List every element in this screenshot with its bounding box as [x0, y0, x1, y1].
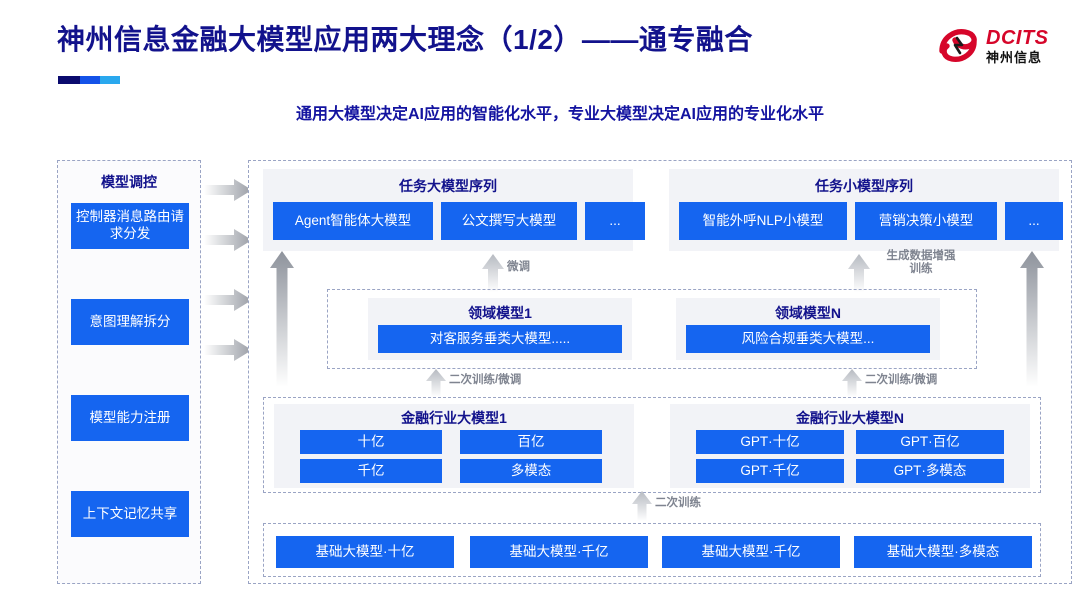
domain-model-1-title: 领域模型1 — [468, 305, 532, 321]
task-large-model-title: 任务大模型序列 — [399, 178, 497, 194]
flow-label-retrain-base: 二次训练 — [655, 497, 701, 509]
control-panel-title: 模型调控 — [101, 174, 157, 190]
control-item-registry[interactable]: 模型能力注册 — [71, 395, 189, 441]
task-box-more-small[interactable]: ... — [1005, 202, 1063, 240]
flow-label-retrain-right: 二次训练/微调 — [865, 374, 938, 386]
domain-model-n-title: 领域模型N — [774, 305, 842, 321]
logo-text-en: DCITS — [986, 27, 1049, 49]
logo-text-cn: 神州信息 — [986, 50, 1043, 65]
domain-model-n-box[interactable]: 风险合规垂类大模型... — [686, 325, 930, 353]
flow-arrow-up-tall-right — [1019, 251, 1045, 392]
page-title: 神州信息金融大模型应用两大理念（1/2）——通专融合 — [57, 24, 753, 55]
industry-n-box-gpt-100y[interactable]: GPT·百亿 — [856, 430, 1004, 454]
industry-1-box-100y[interactable]: 百亿 — [460, 430, 602, 454]
flow-label-data-aug: 生成数据增强 训练 — [886, 250, 956, 276]
industry-model-1-card: 金融行业大模型1 十亿 百亿 千亿 多模态 — [274, 404, 634, 488]
domain-model-1-card: 领域模型1 对客服务垂类大模型..... — [368, 298, 632, 360]
task-box-more-large[interactable]: ... — [585, 202, 645, 240]
flow-arrow-up-retrain-base — [631, 491, 653, 526]
industry-n-box-gpt-multimodal[interactable]: GPT·多模态 — [856, 459, 1004, 483]
base-box-1000y-a[interactable]: 基础大模型·千亿 — [470, 536, 648, 568]
flow-arrow-up-finetune — [481, 254, 505, 297]
industry-model-n-title: 金融行业大模型N — [795, 410, 905, 426]
domain-model-1-box[interactable]: 对客服务垂类大模型..... — [378, 325, 622, 353]
industry-n-box-gpt-10y[interactable]: GPT·十亿 — [696, 430, 844, 454]
control-item-router[interactable]: 控制器消息路由请求分发 — [71, 203, 189, 249]
industry-1-box-10y[interactable]: 十亿 — [300, 430, 442, 454]
task-box-agent[interactable]: Agent智能体大模型 — [273, 202, 433, 240]
control-item-context[interactable]: 上下文记忆共享 — [71, 491, 189, 537]
base-box-10y[interactable]: 基础大模型·十亿 — [276, 536, 454, 568]
base-model-group: 基础大模型·十亿 基础大模型·千亿 基础大模型·千亿 基础大模型·多模态 — [263, 523, 1041, 577]
industry-1-box-multimodal[interactable]: 多模态 — [460, 459, 602, 483]
logo-swirl-icon — [938, 25, 980, 67]
title-accent-rule — [58, 76, 120, 84]
flow-arrow-right-1 — [204, 178, 252, 202]
flow-arrow-up-tall-left — [269, 251, 295, 392]
task-small-model-card: 任务小模型序列 智能外呼NLP小模型 营销决策小模型 ... — [669, 169, 1063, 251]
flow-arrow-right-4 — [204, 338, 252, 362]
task-box-document[interactable]: 公文撰写大模型 — [441, 202, 577, 240]
industry-model-n-card: 金融行业大模型N GPT·十亿 GPT·百亿 GPT·千亿 GPT·多模态 — [670, 404, 1030, 488]
domain-model-group: 领域模型1 对客服务垂类大模型..... 领域模型N 风险合规垂类大模型... — [327, 289, 977, 369]
industry-model-1-title: 金融行业大模型1 — [401, 410, 507, 426]
architecture-diagram: 任务大模型序列 Agent智能体大模型 公文撰写大模型 ... 任务小模型序列 … — [248, 160, 1072, 584]
flow-arrow-up-data-aug — [847, 254, 871, 297]
flow-label-retrain-left: 二次训练/微调 — [449, 374, 522, 386]
flow-arrow-up-retrain-right — [841, 369, 863, 402]
task-box-marketing[interactable]: 营销决策小模型 — [855, 202, 997, 240]
base-box-1000y-b[interactable]: 基础大模型·千亿 — [662, 536, 840, 568]
flow-arrow-right-2 — [204, 228, 252, 252]
base-box-multimodal[interactable]: 基础大模型·多模态 — [854, 536, 1032, 568]
flow-arrow-up-retrain-left — [425, 369, 447, 402]
control-item-intent[interactable]: 意图理解拆分 — [71, 299, 189, 345]
dcits-logo: DCITS 神州信息 — [938, 22, 1062, 70]
domain-model-n-card: 领域模型N 风险合规垂类大模型... — [676, 298, 940, 360]
industry-n-box-gpt-1000y[interactable]: GPT·千亿 — [696, 459, 844, 483]
industry-1-box-1000y[interactable]: 千亿 — [300, 459, 442, 483]
model-control-panel: 模型调控 控制器消息路由请求分发 意图理解拆分 模型能力注册 上下文记忆共享 — [57, 160, 201, 584]
page-subtitle: 通用大模型决定AI应用的智能化水平，专业大模型决定AI应用的专业化水平 — [295, 106, 824, 123]
task-large-model-card: 任务大模型序列 Agent智能体大模型 公文撰写大模型 ... — [263, 169, 645, 251]
task-small-model-title: 任务小模型序列 — [815, 178, 913, 194]
industry-model-group: 金融行业大模型1 十亿 百亿 千亿 多模态 金融行业大模型N GPT·十亿 GP… — [263, 397, 1041, 493]
task-box-nlp-outbound[interactable]: 智能外呼NLP小模型 — [679, 202, 847, 240]
flow-arrow-right-3 — [204, 288, 252, 312]
flow-label-finetune: 微调 — [507, 261, 530, 273]
